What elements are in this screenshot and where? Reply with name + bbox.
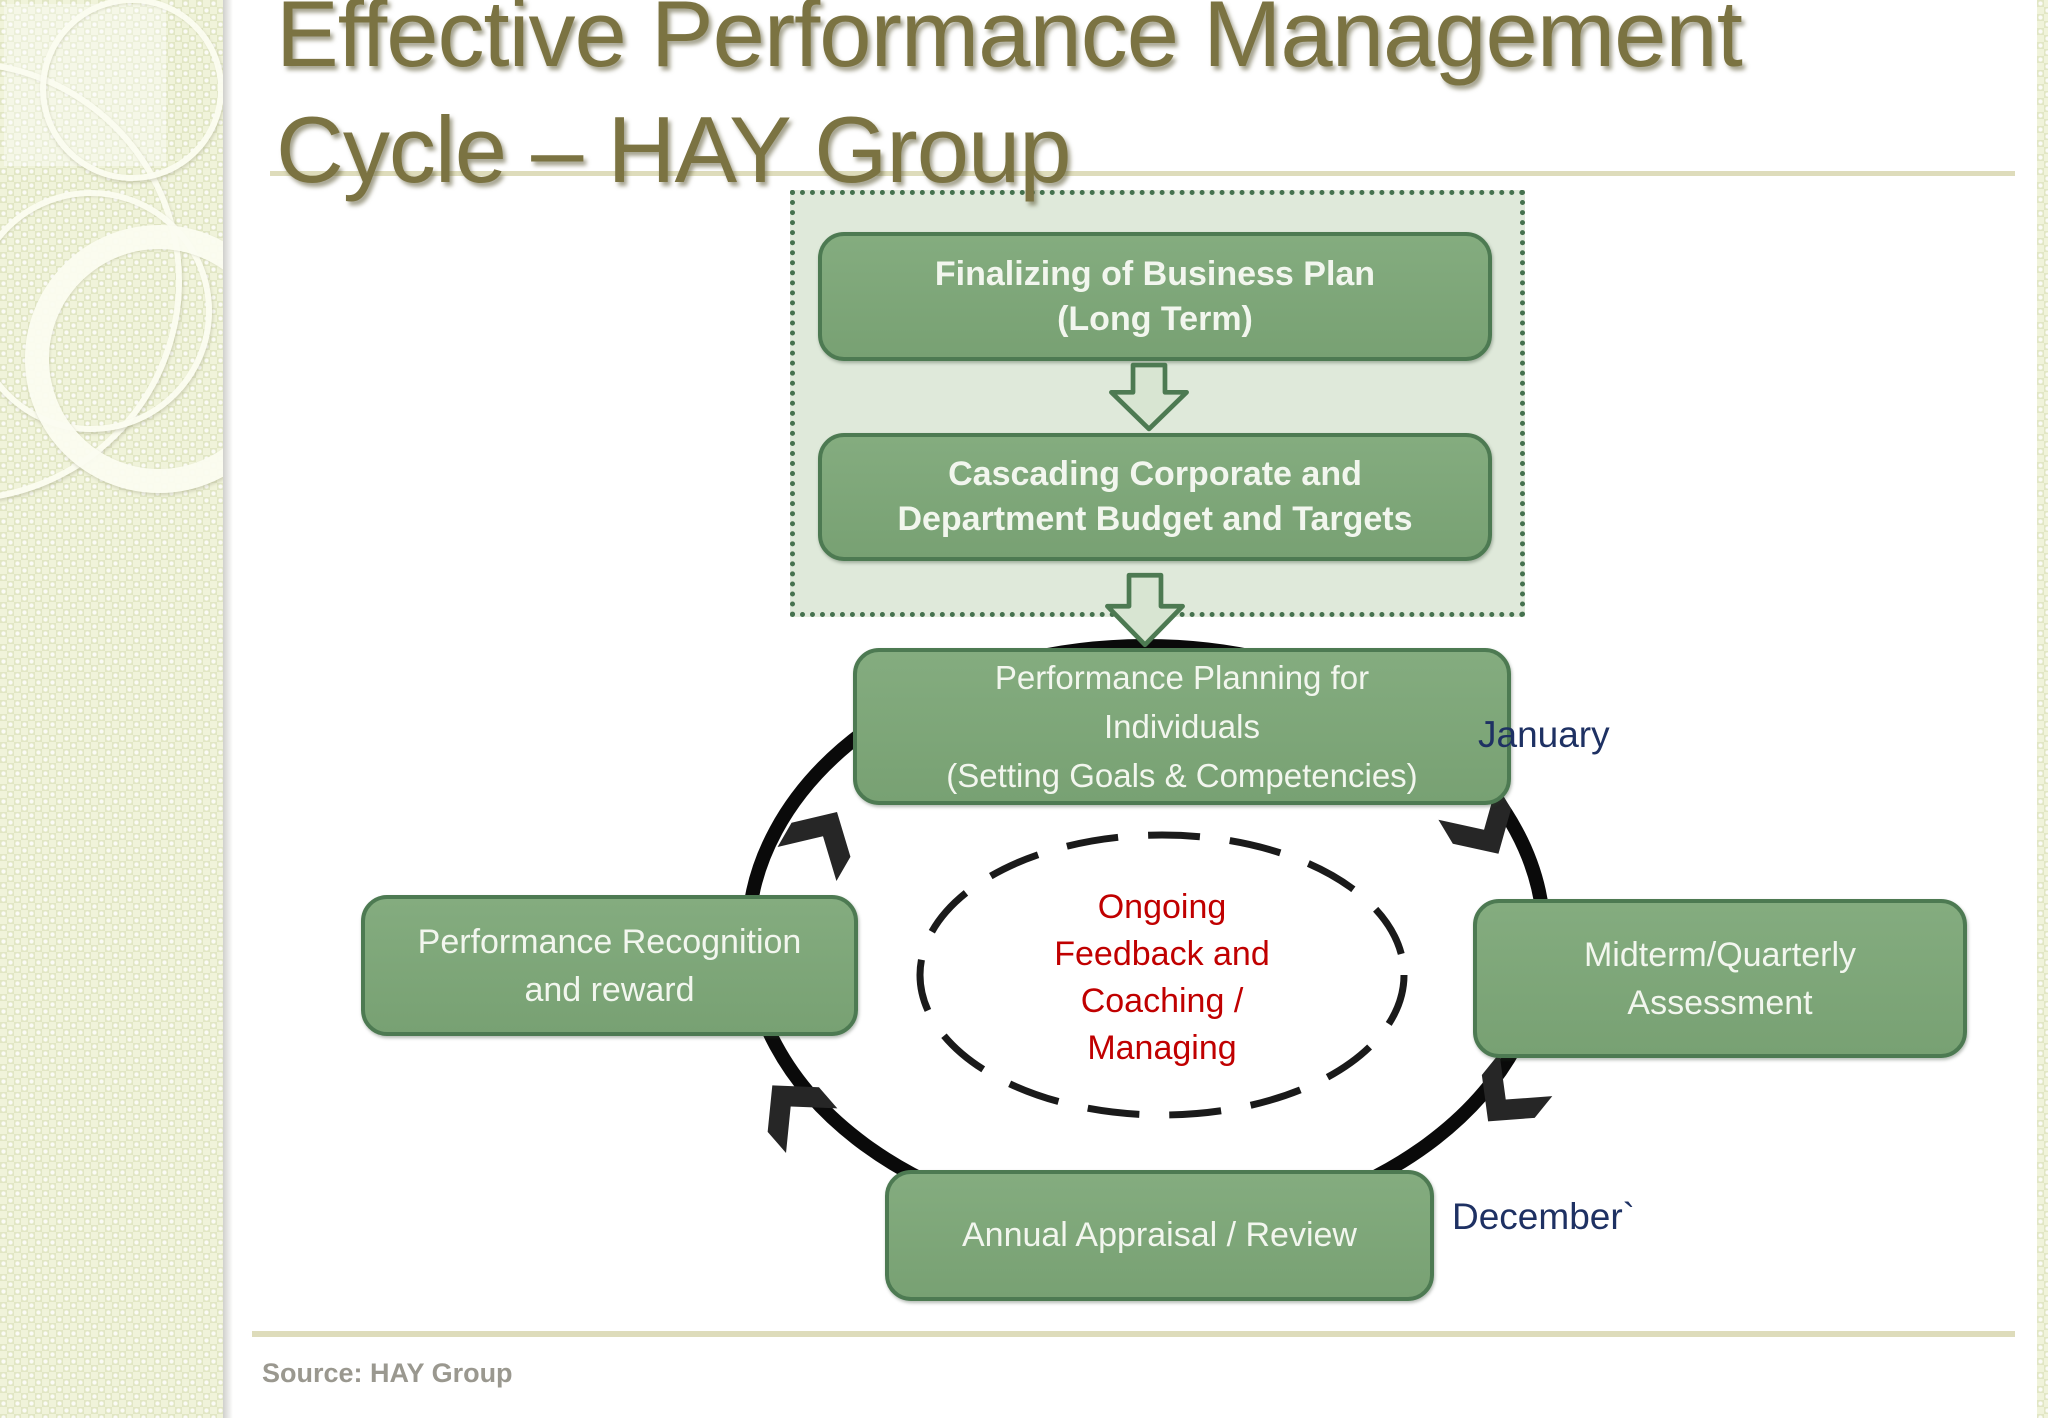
center-dashed-ellipse xyxy=(916,831,1408,1119)
sidebar-shadow xyxy=(223,0,233,1418)
title-underline xyxy=(270,171,2015,176)
box-midterm-assessment: Midterm/Quarterly Assessment xyxy=(1473,899,1967,1058)
cycle-arrowhead-icon xyxy=(777,812,851,881)
footer-divider xyxy=(252,1331,2015,1337)
box-annual-appraisal: Annual Appraisal / Review xyxy=(885,1170,1434,1301)
down-arrow-icon xyxy=(1102,362,1196,432)
box-cascading-budget: Cascading Corporate and Department Budge… xyxy=(818,433,1492,561)
box-finalizing-business-plan: Finalizing of Business Plan (Long Term) xyxy=(818,232,1492,361)
sidebar-decoration xyxy=(0,0,223,1418)
ongoing-feedback-label: Ongoing Feedback and Coaching / Managing xyxy=(1054,888,1270,1067)
december-label: December` xyxy=(1452,1196,1635,1237)
down-arrow-icon xyxy=(1098,572,1192,648)
source-note: Source: HAY Group xyxy=(262,1358,513,1388)
right-edge-decoration xyxy=(2037,0,2048,1418)
page-title: Effective Performance Management Cycle –… xyxy=(276,0,1743,202)
box-performance-planning: Performance Planning for Individuals (Se… xyxy=(853,648,1511,805)
cycle-arrowhead-icon xyxy=(767,1085,838,1153)
cycle-arrowhead-icon xyxy=(1481,1053,1553,1122)
circle-decoration xyxy=(40,0,223,181)
january-label: January xyxy=(1478,714,1610,755)
box-performance-recognition: Performance Recognition and reward xyxy=(361,895,858,1036)
